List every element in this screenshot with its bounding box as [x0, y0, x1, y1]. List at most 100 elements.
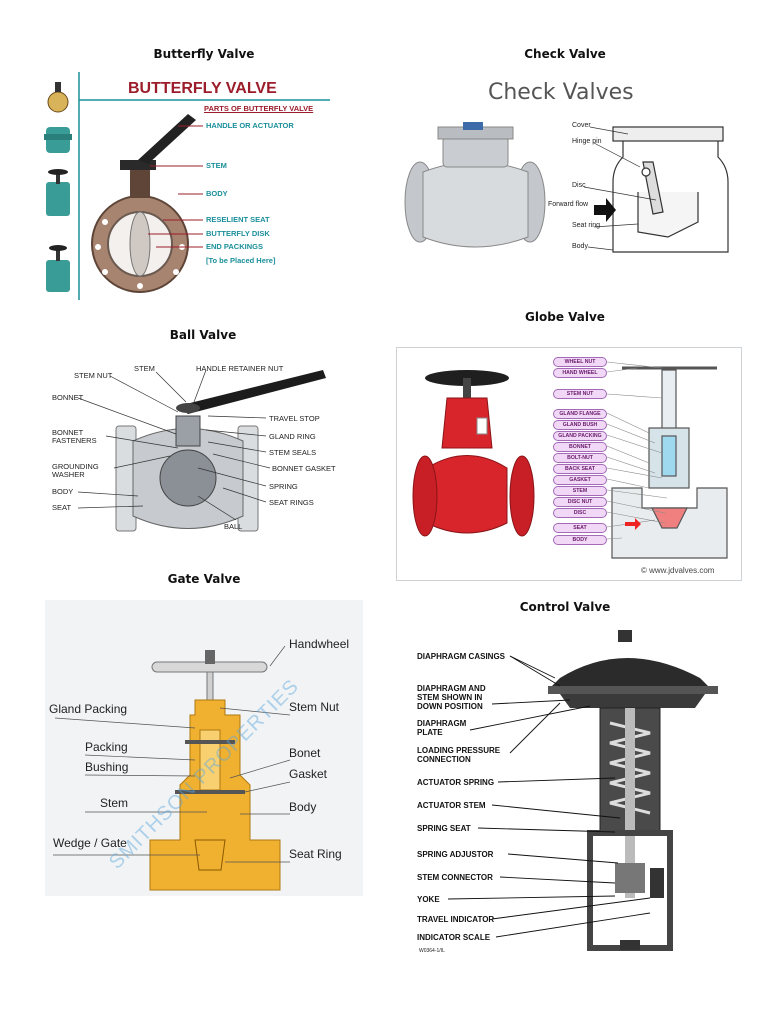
- globe-label-gland-flange: GLAND FLANGE: [553, 409, 607, 419]
- control-figure-code: W0364-1/IL: [419, 948, 445, 954]
- ball-label-bonnet-2: BONNET: [52, 428, 84, 437]
- globe-valve-illustration: [412, 361, 728, 559]
- globe-label-disc: DISC: [553, 508, 607, 518]
- globe-label-seat: SEAT: [553, 523, 607, 533]
- globe-label-gasket: GASKET: [553, 475, 607, 485]
- control-label-spring-seat: SPRING SEAT: [417, 824, 471, 833]
- gate-label-wedge-gate: Wedge / Gate: [53, 836, 127, 850]
- gate-label-gasket: Gasket: [289, 767, 328, 781]
- check-label-seat-ring: Seat ring: [572, 222, 601, 229]
- ball-label-fasteners: FASTENERS: [52, 436, 97, 445]
- butterfly-label-packings: END PACKINGS: [206, 242, 263, 251]
- ball-label-washer: WASHER: [52, 470, 85, 479]
- control-label-diaphragm-casings: DIAPHRAGM CASINGS: [417, 652, 506, 661]
- globe-valve-diagram: WHEEL NUT HAND WHEEL STEM NUT GLAND FLAN…: [396, 347, 742, 581]
- check-valve-photo: [404, 122, 546, 248]
- globe-label-hand-wheel: HAND WHEEL: [553, 368, 607, 378]
- butterfly-valve-illustration: [44, 72, 330, 300]
- globe-label-bonnet: BONNET: [553, 442, 607, 452]
- control-label-travel-indicator: TRAVEL INDICATOR: [417, 915, 495, 924]
- globe-label-stem-nut: STEM NUT: [553, 389, 607, 399]
- control-label-indicator-scale: INDICATOR SCALE: [417, 933, 491, 942]
- ball-valve-drawing: [115, 370, 326, 532]
- check-label-body: Body: [572, 243, 588, 250]
- check-panel-title: Check Valves: [488, 80, 634, 105]
- check-label-forward-flow: Forward flow: [548, 201, 589, 208]
- control-label-plate: PLATE: [417, 728, 443, 737]
- ball-label-stem-nut: STEM NUT: [74, 371, 113, 380]
- control-label-diaphragm: DIAPHRAGM: [417, 719, 467, 728]
- ball-label-ball: BALL: [224, 522, 243, 531]
- control-label-down-position: DOWN POSITION: [417, 702, 483, 711]
- ball-label-handle-retainer-nut: HANDLE RETAINER NUT: [196, 364, 284, 373]
- check-valve-caption: Check Valve: [524, 47, 606, 61]
- ball-label-bonnet: BONNET: [52, 393, 84, 402]
- gate-valve-drawing: [149, 650, 281, 891]
- control-valve-caption: Control Valve: [519, 600, 611, 614]
- check-valve-illustration: [404, 122, 729, 253]
- ball-label-gland-ring: GLAND RING: [269, 432, 316, 441]
- globe-label-gland-bush: GLAND BUSH: [553, 420, 607, 430]
- control-valve-diagram: DIAPHRAGM CASINGS DIAPHRAGM AND STEM SHO…: [410, 628, 730, 958]
- thumbnail-valve-icon: [44, 82, 72, 292]
- globe-valve-caption: Globe Valve: [525, 310, 605, 324]
- control-label-connection: CONNECTION: [417, 755, 471, 764]
- gate-label-stem: Stem: [100, 796, 129, 810]
- ball-label-seat: SEAT: [52, 503, 72, 512]
- gate-label-body: Body: [289, 800, 317, 814]
- ball-valve-diagram: STEM NUT STEM HANDLE RETAINER NUT BONNET…: [48, 356, 348, 548]
- butterfly-panel-title: BUTTERFLY VALVE: [128, 80, 277, 97]
- forward-flow-arrow-icon: [594, 198, 616, 222]
- ball-label-seat-rings: SEAT RINGS: [269, 498, 314, 507]
- ball-valve-illustration: [77, 369, 326, 532]
- butterfly-body-drawing: [91, 114, 196, 293]
- globe-label-bolt-nut: BOLT-NUT: [553, 453, 607, 463]
- gate-label-handwheel: Handwheel: [289, 637, 350, 651]
- butterfly-panel-subtitle: PARTS OF BUTTERFLY VALVE: [204, 104, 314, 113]
- globe-label-back-seat: BACK SEAT: [553, 464, 607, 474]
- butterfly-valve-caption: Butterfly Valve: [153, 47, 255, 61]
- ball-label-spring: SPRING: [269, 482, 298, 491]
- butterfly-label-body: BODY: [206, 189, 228, 198]
- butterfly-label-stem: STEM: [206, 161, 227, 170]
- globe-valve-photo: [412, 370, 535, 537]
- globe-label-gland-packing: GLAND PACKING: [553, 431, 607, 441]
- control-label-actuator-spring: ACTUATOR SPRING: [417, 778, 495, 787]
- butterfly-valve-diagram: BUTTERFLY VALVE PARTS OF BUTTERFLY VALVE…: [38, 72, 330, 300]
- gate-label-bonet: Bonet: [289, 746, 321, 760]
- check-valve-diagram: Check Valves Cover Hinge pin Disc Forwar…: [398, 72, 738, 272]
- flow-direction-arrow-icon: [625, 518, 641, 530]
- gate-label-gland-packing: Gland Packing: [49, 702, 128, 716]
- globe-label-body: BODY: [553, 535, 607, 545]
- control-valve-illustration: [447, 630, 718, 951]
- butterfly-label-handle: HANDLE OR ACTUATOR: [206, 121, 294, 130]
- ball-label-stem-seals: STEM SEALS: [269, 448, 317, 457]
- control-label-actuator-stem: ACTUATOR STEM: [417, 801, 486, 810]
- globe-credit-text: © www.jdvalves.com: [641, 566, 715, 575]
- control-label-stem-shown-in: STEM SHOWN IN: [417, 693, 483, 702]
- ball-label-travel-stop: TRAVEL STOP: [269, 414, 320, 423]
- check-label-disc: Disc: [572, 182, 586, 189]
- control-label-spring-adjustor: SPRING ADJUSTOR: [417, 850, 494, 859]
- butterfly-label-disk: BUTTERFLY DISK: [206, 229, 270, 238]
- check-valve-cutaway: [612, 126, 729, 253]
- butterfly-label-placeholder: [To be Placed Here]: [206, 256, 276, 265]
- ball-label-body: BODY: [52, 487, 74, 496]
- gate-valve-caption: Gate Valve: [167, 572, 241, 586]
- gate-valve-illustration: [53, 645, 291, 891]
- gate-label-stem-nut: Stem Nut: [289, 700, 340, 714]
- gate-label-bushing: Bushing: [85, 760, 129, 774]
- gate-label-seat-ring: Seat Ring: [289, 847, 342, 861]
- gate-valve-diagram: SMITHSON PROPERTIES Handwheel Gland Pack…: [45, 600, 363, 896]
- ball-label-stem: STEM: [134, 364, 155, 373]
- check-label-cover: Cover: [572, 122, 591, 129]
- control-label-diaphragm-and: DIAPHRAGM AND: [417, 684, 486, 693]
- butterfly-label-seat: RESELIENT SEAT: [206, 215, 270, 224]
- control-label-stem-connector: STEM CONNECTOR: [417, 873, 493, 882]
- ball-label-grounding: GROUNDING: [52, 462, 99, 471]
- ball-label-bonnet-gasket: BONNET GASKET: [272, 464, 336, 473]
- globe-label-wheel-nut: WHEEL NUT: [553, 357, 607, 367]
- globe-valve-cutaway: [611, 366, 728, 559]
- ball-valve-caption: Ball Valve: [169, 328, 237, 342]
- globe-label-disc-nut: DISC NUT: [553, 497, 607, 507]
